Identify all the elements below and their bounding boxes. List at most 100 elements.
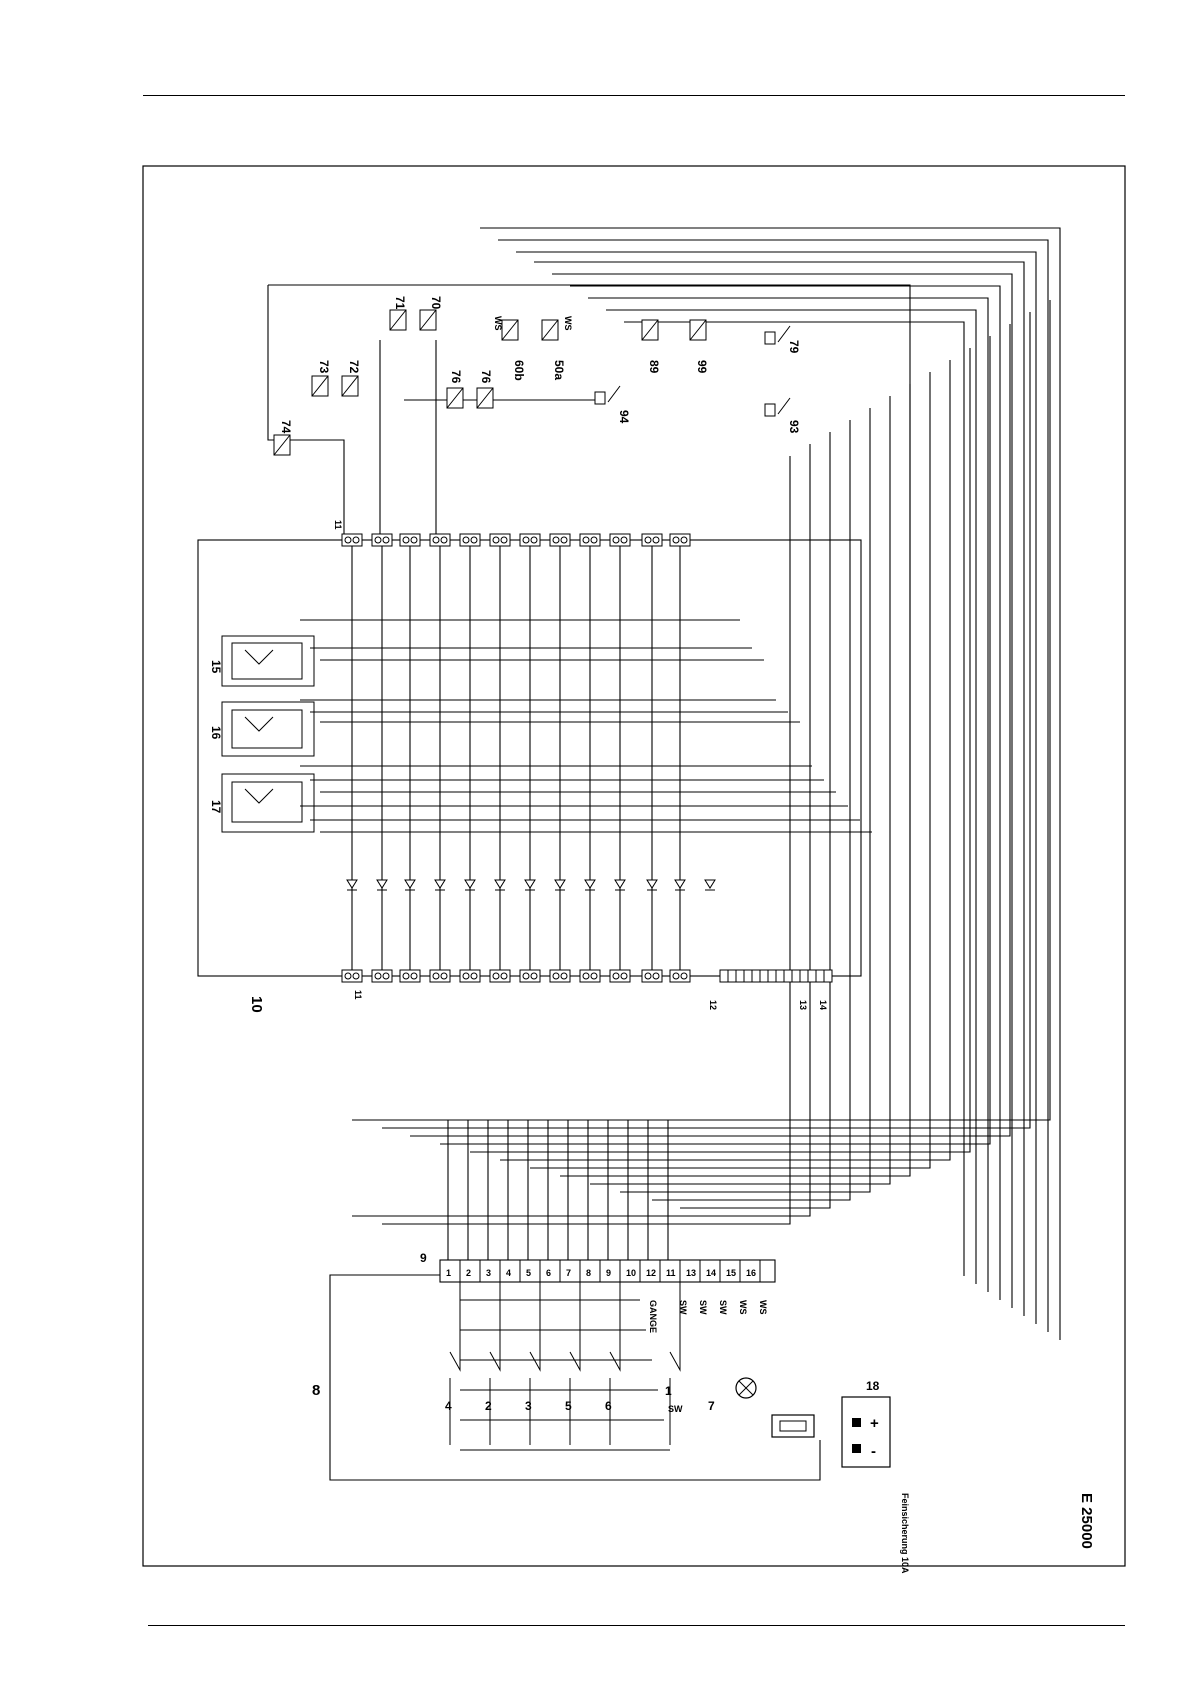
relay-label: 89 — [647, 360, 661, 374]
connector-pin-label: 5 — [526, 1268, 531, 1278]
pin-wire-label: WS — [758, 1300, 768, 1315]
switch-label: 3 — [525, 1399, 532, 1413]
wire — [624, 322, 964, 1276]
wire — [606, 310, 976, 1284]
sensor-module-17 — [222, 774, 314, 832]
pressure-switch-box — [765, 332, 775, 344]
terminal-strip-cell — [736, 970, 744, 982]
terminal-strip-cell — [752, 970, 760, 982]
wire — [352, 300, 1050, 1120]
wire — [382, 456, 790, 1224]
terminal-row-label: 11 — [353, 990, 363, 1000]
wire — [620, 408, 870, 1192]
diode — [405, 880, 415, 888]
relay-label: 74 — [279, 420, 293, 434]
connector-9-label: 9 — [420, 1251, 427, 1265]
pin-wire-label: SW — [678, 1300, 688, 1315]
relay-label: 60b — [512, 360, 526, 381]
drawing-number: E 25000 — [1078, 1493, 1095, 1549]
terminal-strip-cell — [768, 970, 776, 982]
connector-pin-label: 7 — [566, 1268, 571, 1278]
connector-8-label: 8 — [312, 1382, 320, 1399]
wire — [570, 286, 1000, 1300]
relay-label: 71 — [393, 296, 407, 310]
pin-wire-labels: GANGESWSWSWWSWS — [648, 1300, 768, 1333]
lamp-label: 7 — [708, 1399, 715, 1413]
terminal-strip-cell — [816, 970, 824, 982]
diode-row — [347, 880, 715, 890]
pressure-switch-box — [595, 392, 605, 404]
diode — [615, 880, 625, 888]
connector-pin-label: 12 — [646, 1268, 656, 1278]
relay-label: 76 — [479, 370, 493, 384]
pressure-switch-contact — [608, 386, 620, 402]
sensor-module-16 — [222, 702, 314, 756]
relay-wire-label: WS — [563, 316, 573, 331]
connector-pin-label: 14 — [706, 1268, 716, 1278]
push-switch — [530, 1282, 540, 1445]
switch-label: 4 — [445, 1399, 452, 1413]
switch-label: 2 — [485, 1399, 492, 1413]
push-switch — [490, 1282, 500, 1445]
pressure-switch-box — [765, 404, 775, 416]
diode — [585, 880, 595, 888]
wire — [268, 285, 344, 540]
terminal-strip-cell — [744, 970, 752, 982]
terminal-strip-cell — [800, 970, 808, 982]
battery-minus: - — [871, 1443, 876, 1460]
connector-pin-label: 3 — [486, 1268, 491, 1278]
diode — [435, 880, 445, 888]
terminal-row-bottom — [342, 970, 832, 982]
diode — [705, 880, 715, 888]
wire — [268, 285, 910, 970]
relay-label: 99 — [695, 360, 709, 374]
push-switch — [610, 1282, 620, 1445]
relay-label: 72 — [347, 360, 361, 374]
connector-pin-label: 6 — [546, 1268, 551, 1278]
pin-wire-label: SW — [718, 1300, 728, 1315]
wire — [382, 312, 1030, 1128]
pin-wire-label: SW — [698, 1300, 708, 1315]
connector-pin-label: 10 — [626, 1268, 636, 1278]
relay-labels: 7473727170767660b50a8999947993 — [279, 296, 801, 434]
module-labels: 151617 — [209, 660, 223, 814]
diode — [647, 880, 657, 888]
wire — [480, 228, 1060, 1340]
connector-pin-label: 15 — [726, 1268, 736, 1278]
wire — [352, 444, 810, 1216]
diode — [347, 880, 357, 888]
connector-pin-label: 9 — [606, 1268, 611, 1278]
lamp-symbol — [736, 1378, 756, 1398]
terminal-strip-cell — [720, 970, 728, 982]
connector-pin-label: 11 — [666, 1268, 676, 1278]
connector-pin-label: 1 — [446, 1268, 451, 1278]
relay-label: 50a — [552, 360, 566, 380]
terminal-strip-cell — [824, 970, 832, 982]
connector-pin-label: 2 — [466, 1268, 471, 1278]
pressure-switch-contact — [778, 398, 790, 414]
wire — [516, 252, 1036, 1324]
pin-wire-label: WS — [738, 1300, 748, 1315]
diode — [555, 880, 565, 888]
module-label: 15 — [209, 660, 223, 674]
relay-label: 73 — [317, 360, 331, 374]
contact-label: SW — [668, 1404, 683, 1414]
wire — [552, 274, 1012, 1308]
terminal-row-label: 11 — [333, 520, 343, 530]
switch-label: 1 — [665, 1384, 672, 1398]
switch-label: 5 — [565, 1399, 572, 1413]
relay-label: 94 — [617, 410, 631, 424]
switch-label: 6 — [605, 1399, 612, 1413]
connector-pin-label: 13 — [686, 1268, 696, 1278]
diode — [675, 880, 685, 888]
terminal-strip-cell — [760, 970, 768, 982]
diode — [377, 880, 387, 888]
diode — [465, 880, 475, 888]
relay-group — [274, 310, 790, 455]
terminal-strip-cell — [784, 970, 792, 982]
battery-plus: + — [870, 1415, 879, 1432]
terminal-strip-cell — [792, 970, 800, 982]
connector-pin-label: 4 — [506, 1268, 511, 1278]
terminal-row-label: 12 — [708, 1000, 718, 1010]
